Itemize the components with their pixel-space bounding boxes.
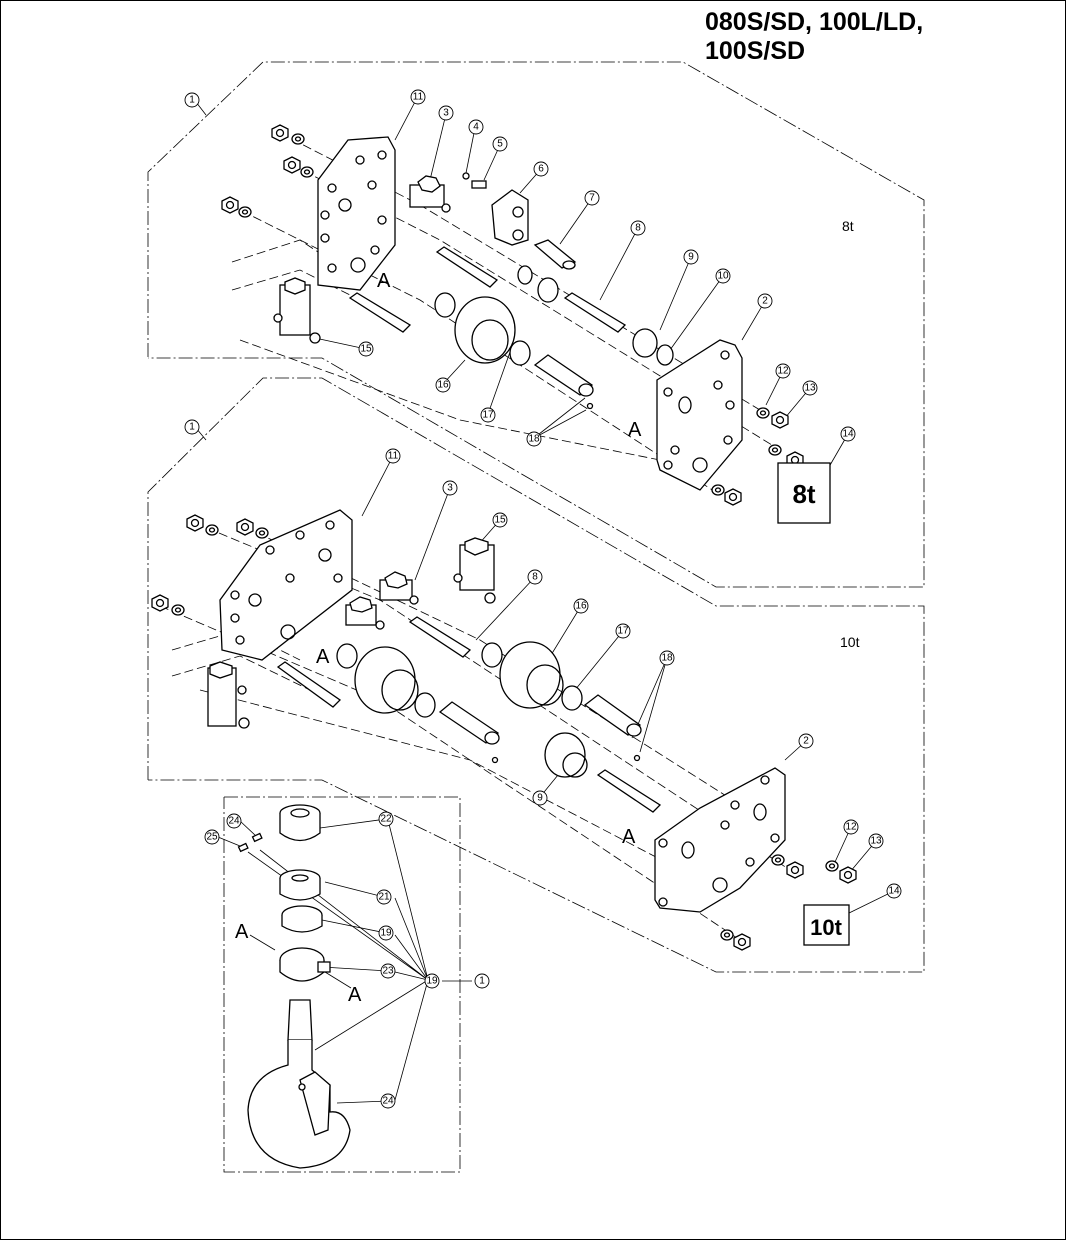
group-boundary-hook xyxy=(223,796,461,1173)
callouts xyxy=(184,89,902,1109)
callout-19: 19 xyxy=(426,976,438,987)
callout-24: 23 xyxy=(382,966,394,977)
callout-10: 10 xyxy=(717,271,729,282)
top-capacity-label: 8t xyxy=(842,218,854,234)
group-boundary-middle xyxy=(147,377,925,973)
callout-18: 18 xyxy=(528,434,540,445)
middle-capacity-label: 10t xyxy=(840,634,860,650)
callout-25: 24 xyxy=(382,1096,394,1107)
callout-1: 1 xyxy=(479,976,485,987)
point-a-label: A xyxy=(316,646,330,668)
callout-1: 1 xyxy=(189,95,195,106)
page-title-line-1: 080S/SD, 100L/LD, xyxy=(705,8,924,36)
point-a-label: A xyxy=(628,419,642,441)
callout-22: 21 xyxy=(378,892,390,903)
hook-assembly-parts xyxy=(237,804,351,1169)
callout-15: 15 xyxy=(360,344,372,355)
callout-12: 12 xyxy=(777,366,789,377)
callout-4: 4 xyxy=(473,122,479,133)
callout-labels: 1 11 3 4 5 6 7 8 9 10 2 12 13 14 15 16 1… xyxy=(189,92,900,1107)
callout-21: 19 xyxy=(380,928,392,939)
callout-6: 6 xyxy=(538,164,544,175)
callout-2: 2 xyxy=(803,736,809,747)
capacity-plate-top-text: 8t xyxy=(792,479,815,509)
callout-13: 13 xyxy=(804,383,816,394)
point-a-label: A xyxy=(622,826,636,848)
callout-13: 13 xyxy=(870,836,882,847)
callout-3: 3 xyxy=(443,108,449,119)
group-boundary-top xyxy=(147,61,925,588)
callout-12: 12 xyxy=(845,822,857,833)
callout-18: 18 xyxy=(661,653,673,664)
page-title-line-2: 100S/SD xyxy=(705,37,806,65)
callout-7: 7 xyxy=(589,193,595,204)
callout-26: 24 xyxy=(228,816,240,827)
point-a-label: A xyxy=(348,984,362,1006)
callout-9: 9 xyxy=(537,793,543,804)
callout-1: 1 xyxy=(189,422,195,433)
callout-8: 8 xyxy=(635,223,641,234)
callout-23: 22 xyxy=(380,814,392,825)
callout-14: 14 xyxy=(888,886,900,897)
point-a-label: A xyxy=(235,921,249,943)
point-a-label: A xyxy=(377,270,391,292)
callout-16: 16 xyxy=(575,601,587,612)
callout-15: 15 xyxy=(494,515,506,526)
callout-17: 17 xyxy=(482,410,494,421)
top-assembly-parts xyxy=(221,124,831,524)
callout-27: 25 xyxy=(206,832,218,843)
callout-2: 2 xyxy=(762,296,768,307)
callout-9: 9 xyxy=(688,252,694,263)
callout-16: 16 xyxy=(437,380,449,391)
callout-3: 3 xyxy=(447,483,453,494)
callout-11: 11 xyxy=(413,92,424,103)
capacity-plate-middle-text: 10t xyxy=(810,915,842,940)
callout-5: 5 xyxy=(497,139,503,150)
callout-11: 11 xyxy=(388,451,399,462)
callout-17: 17 xyxy=(617,626,629,637)
middle-assembly-parts xyxy=(151,509,857,951)
callout-8: 8 xyxy=(532,572,538,583)
callout-14: 14 xyxy=(842,429,854,440)
